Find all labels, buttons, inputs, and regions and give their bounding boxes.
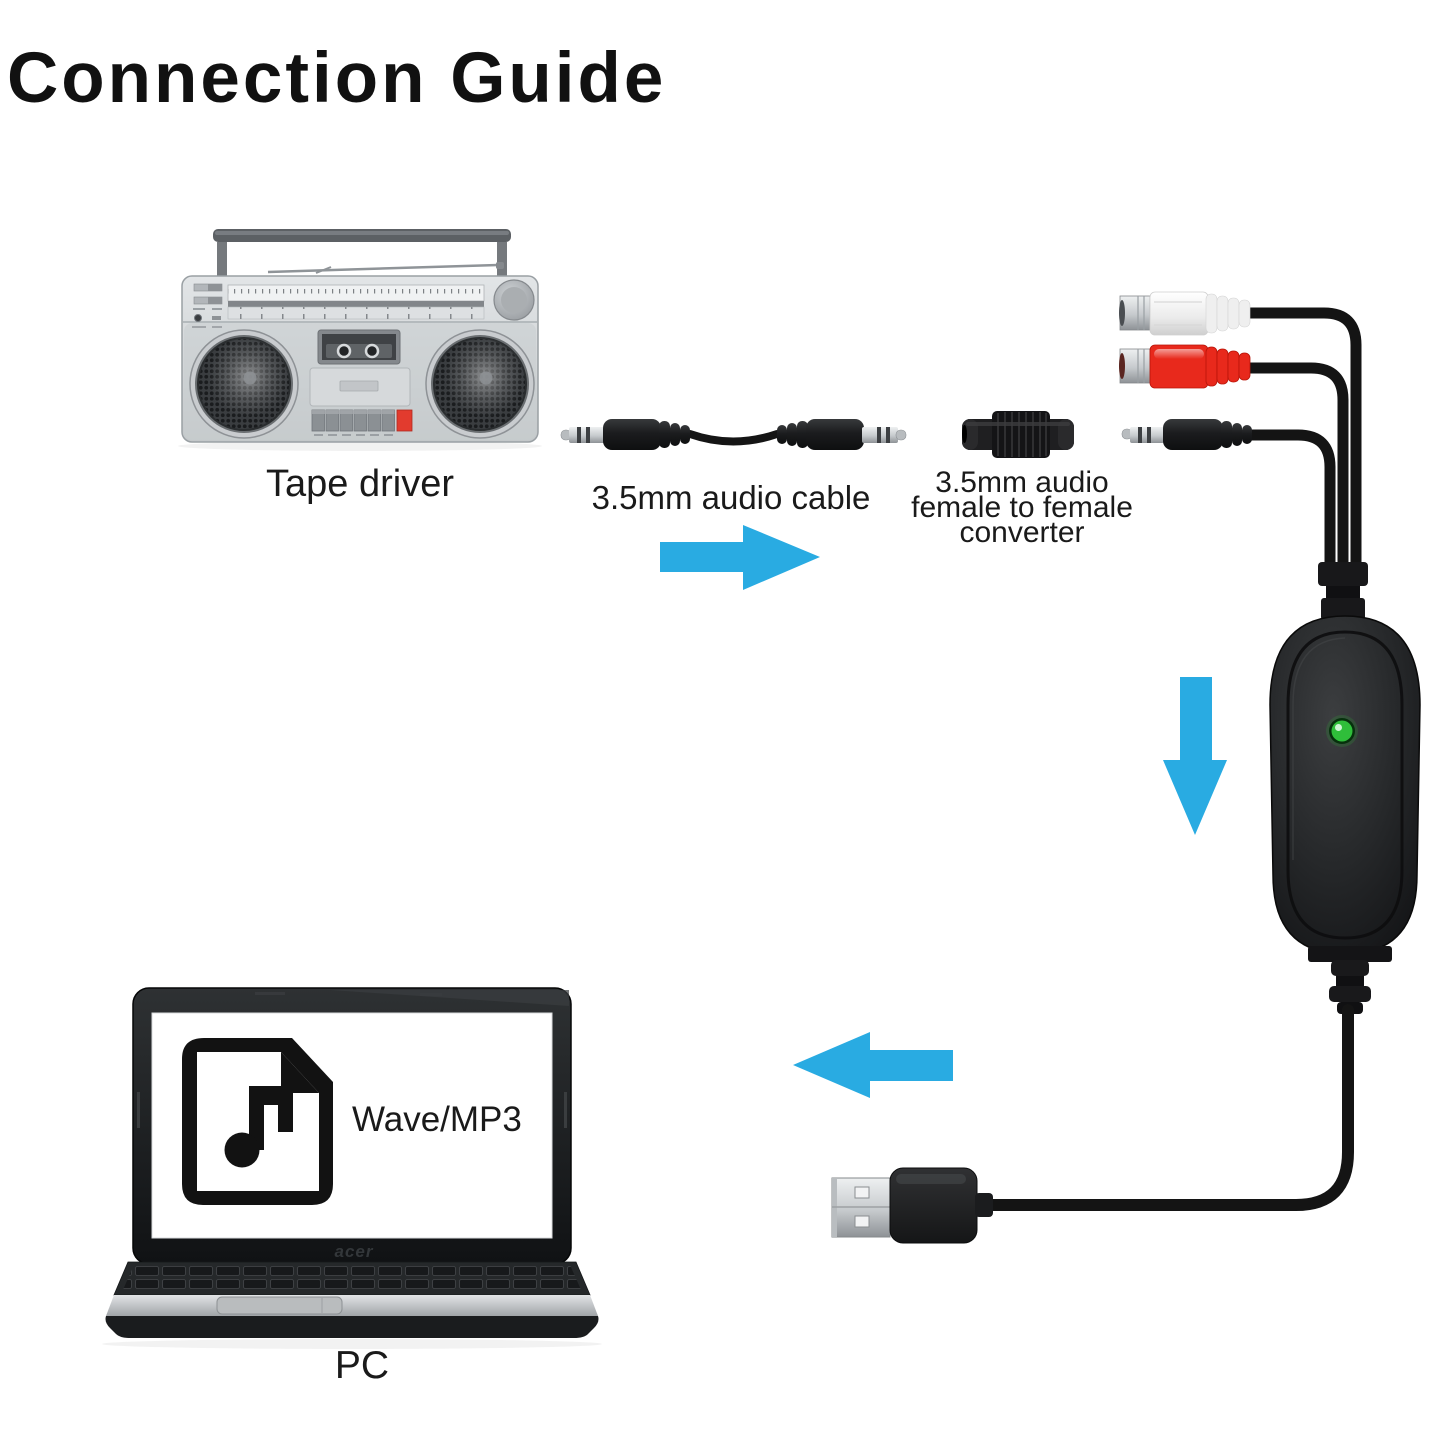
radio-controls: [192, 283, 223, 328]
boombox-radio-panel: [192, 279, 535, 328]
strain-relief-bottom: [1308, 946, 1392, 1014]
acer-logo: acer: [334, 1242, 374, 1261]
converter-label-line-2: female to female: [911, 491, 1133, 524]
connector-cables: [1248, 307, 1362, 570]
rca-white-connector: [1119, 291, 1251, 336]
red-record-button: [396, 409, 413, 432]
power-led: [1326, 715, 1358, 747]
speaker-right: [425, 329, 535, 439]
converter-label-line-1: 3.5mm audio: [935, 466, 1109, 499]
device-audio-plug: [1121, 419, 1252, 450]
cable-strain-relief-top: [1318, 562, 1368, 620]
arrow-left-icon: [793, 1032, 953, 1098]
laptop-base: [105, 1295, 599, 1338]
usb-cable: [984, 1004, 1354, 1211]
audio-cable-label: 3.5mm audio cable: [591, 479, 871, 516]
cassette-deck: [309, 329, 411, 407]
pc-label: PC: [334, 1344, 390, 1387]
boombox-handle: [213, 229, 511, 282]
tuning-knob: [493, 279, 535, 321]
converter-illustration: [962, 411, 1074, 458]
cassette-buttons: [311, 409, 413, 436]
laptop-illustration: [102, 987, 602, 1349]
cable-cord: [686, 430, 781, 446]
tape-driver-label: Tape driver: [266, 463, 454, 505]
music-file-icon: [182, 1038, 333, 1205]
capture-device-illustration: [831, 291, 1421, 1244]
usb-plug: [831, 1167, 993, 1244]
music-note-glyph: [224, 1086, 293, 1168]
laptop-touchpad: [216, 1296, 343, 1315]
arrow-right-icon: [660, 525, 820, 590]
converter-label-line-3: converter: [959, 516, 1085, 549]
laptop-shadow: [102, 1339, 602, 1349]
audio-plug-right: [777, 419, 907, 450]
audio-cable-illustration: [560, 419, 907, 450]
boombox-illustration: [178, 229, 542, 451]
boombox-shadow: [178, 441, 542, 451]
wave-mp3-label: Wave/MP3: [352, 1100, 522, 1139]
laptop-keyboard: [113, 1261, 591, 1296]
speaker-left: [189, 329, 299, 439]
rca-red-connector: [1119, 344, 1251, 389]
device-body: [1269, 615, 1421, 955]
page-title: Connection Guide: [7, 39, 667, 118]
arrow-down-icon: [1163, 677, 1227, 835]
audio-plug-left: [560, 419, 690, 450]
boombox-antenna: [267, 262, 504, 274]
converter-label: 3.5mm audio female to female converter: [911, 466, 1133, 549]
